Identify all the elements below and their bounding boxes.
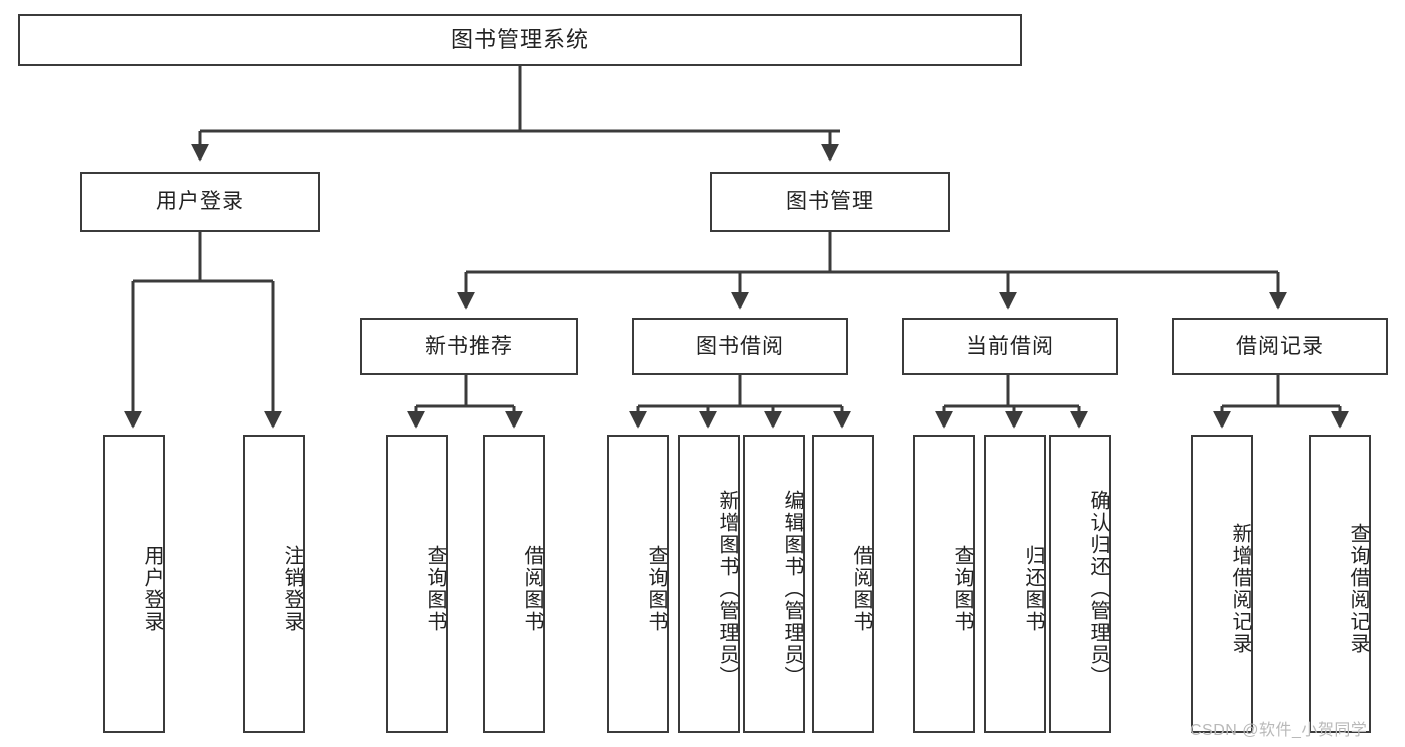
watermark: CSDN @软件_小贺同学: [1190, 722, 1368, 739]
node-root[interactable]: 图书管理系统: [18, 14, 1022, 66]
node-leaf-borrow-book-2[interactable]: 借阅图书: [812, 435, 874, 733]
node-leaf-user-login[interactable]: 用户登录: [103, 435, 165, 733]
node-leaf-query-book-1[interactable]: 查询图书: [386, 435, 448, 733]
node-current-borrow[interactable]: 当前借阅: [902, 318, 1118, 375]
node-leaf-return-book[interactable]: 归还图书: [984, 435, 1046, 733]
node-book-borrow[interactable]: 图书借阅: [632, 318, 848, 375]
node-leaf-logout[interactable]: 注销登录: [243, 435, 305, 733]
node-leaf-query-book-3[interactable]: 查询图书: [913, 435, 975, 733]
node-leaf-query-book-2[interactable]: 查询图书: [607, 435, 669, 733]
node-leaf-query-record[interactable]: 查询借阅记录: [1309, 435, 1371, 733]
node-leaf-edit-book[interactable]: 编辑图书（管理员）: [743, 435, 805, 733]
node-leaf-add-book[interactable]: 新增图书（管理员）: [678, 435, 740, 733]
node-new-book-recommend[interactable]: 新书推荐: [360, 318, 578, 375]
node-book-manage[interactable]: 图书管理: [710, 172, 950, 232]
node-leaf-borrow-book-1[interactable]: 借阅图书: [483, 435, 545, 733]
node-leaf-confirm-return[interactable]: 确认归还（管理员）: [1049, 435, 1111, 733]
node-leaf-add-record[interactable]: 新增借阅记录: [1191, 435, 1253, 733]
node-borrow-record[interactable]: 借阅记录: [1172, 318, 1388, 375]
node-user-login[interactable]: 用户登录: [80, 172, 320, 232]
